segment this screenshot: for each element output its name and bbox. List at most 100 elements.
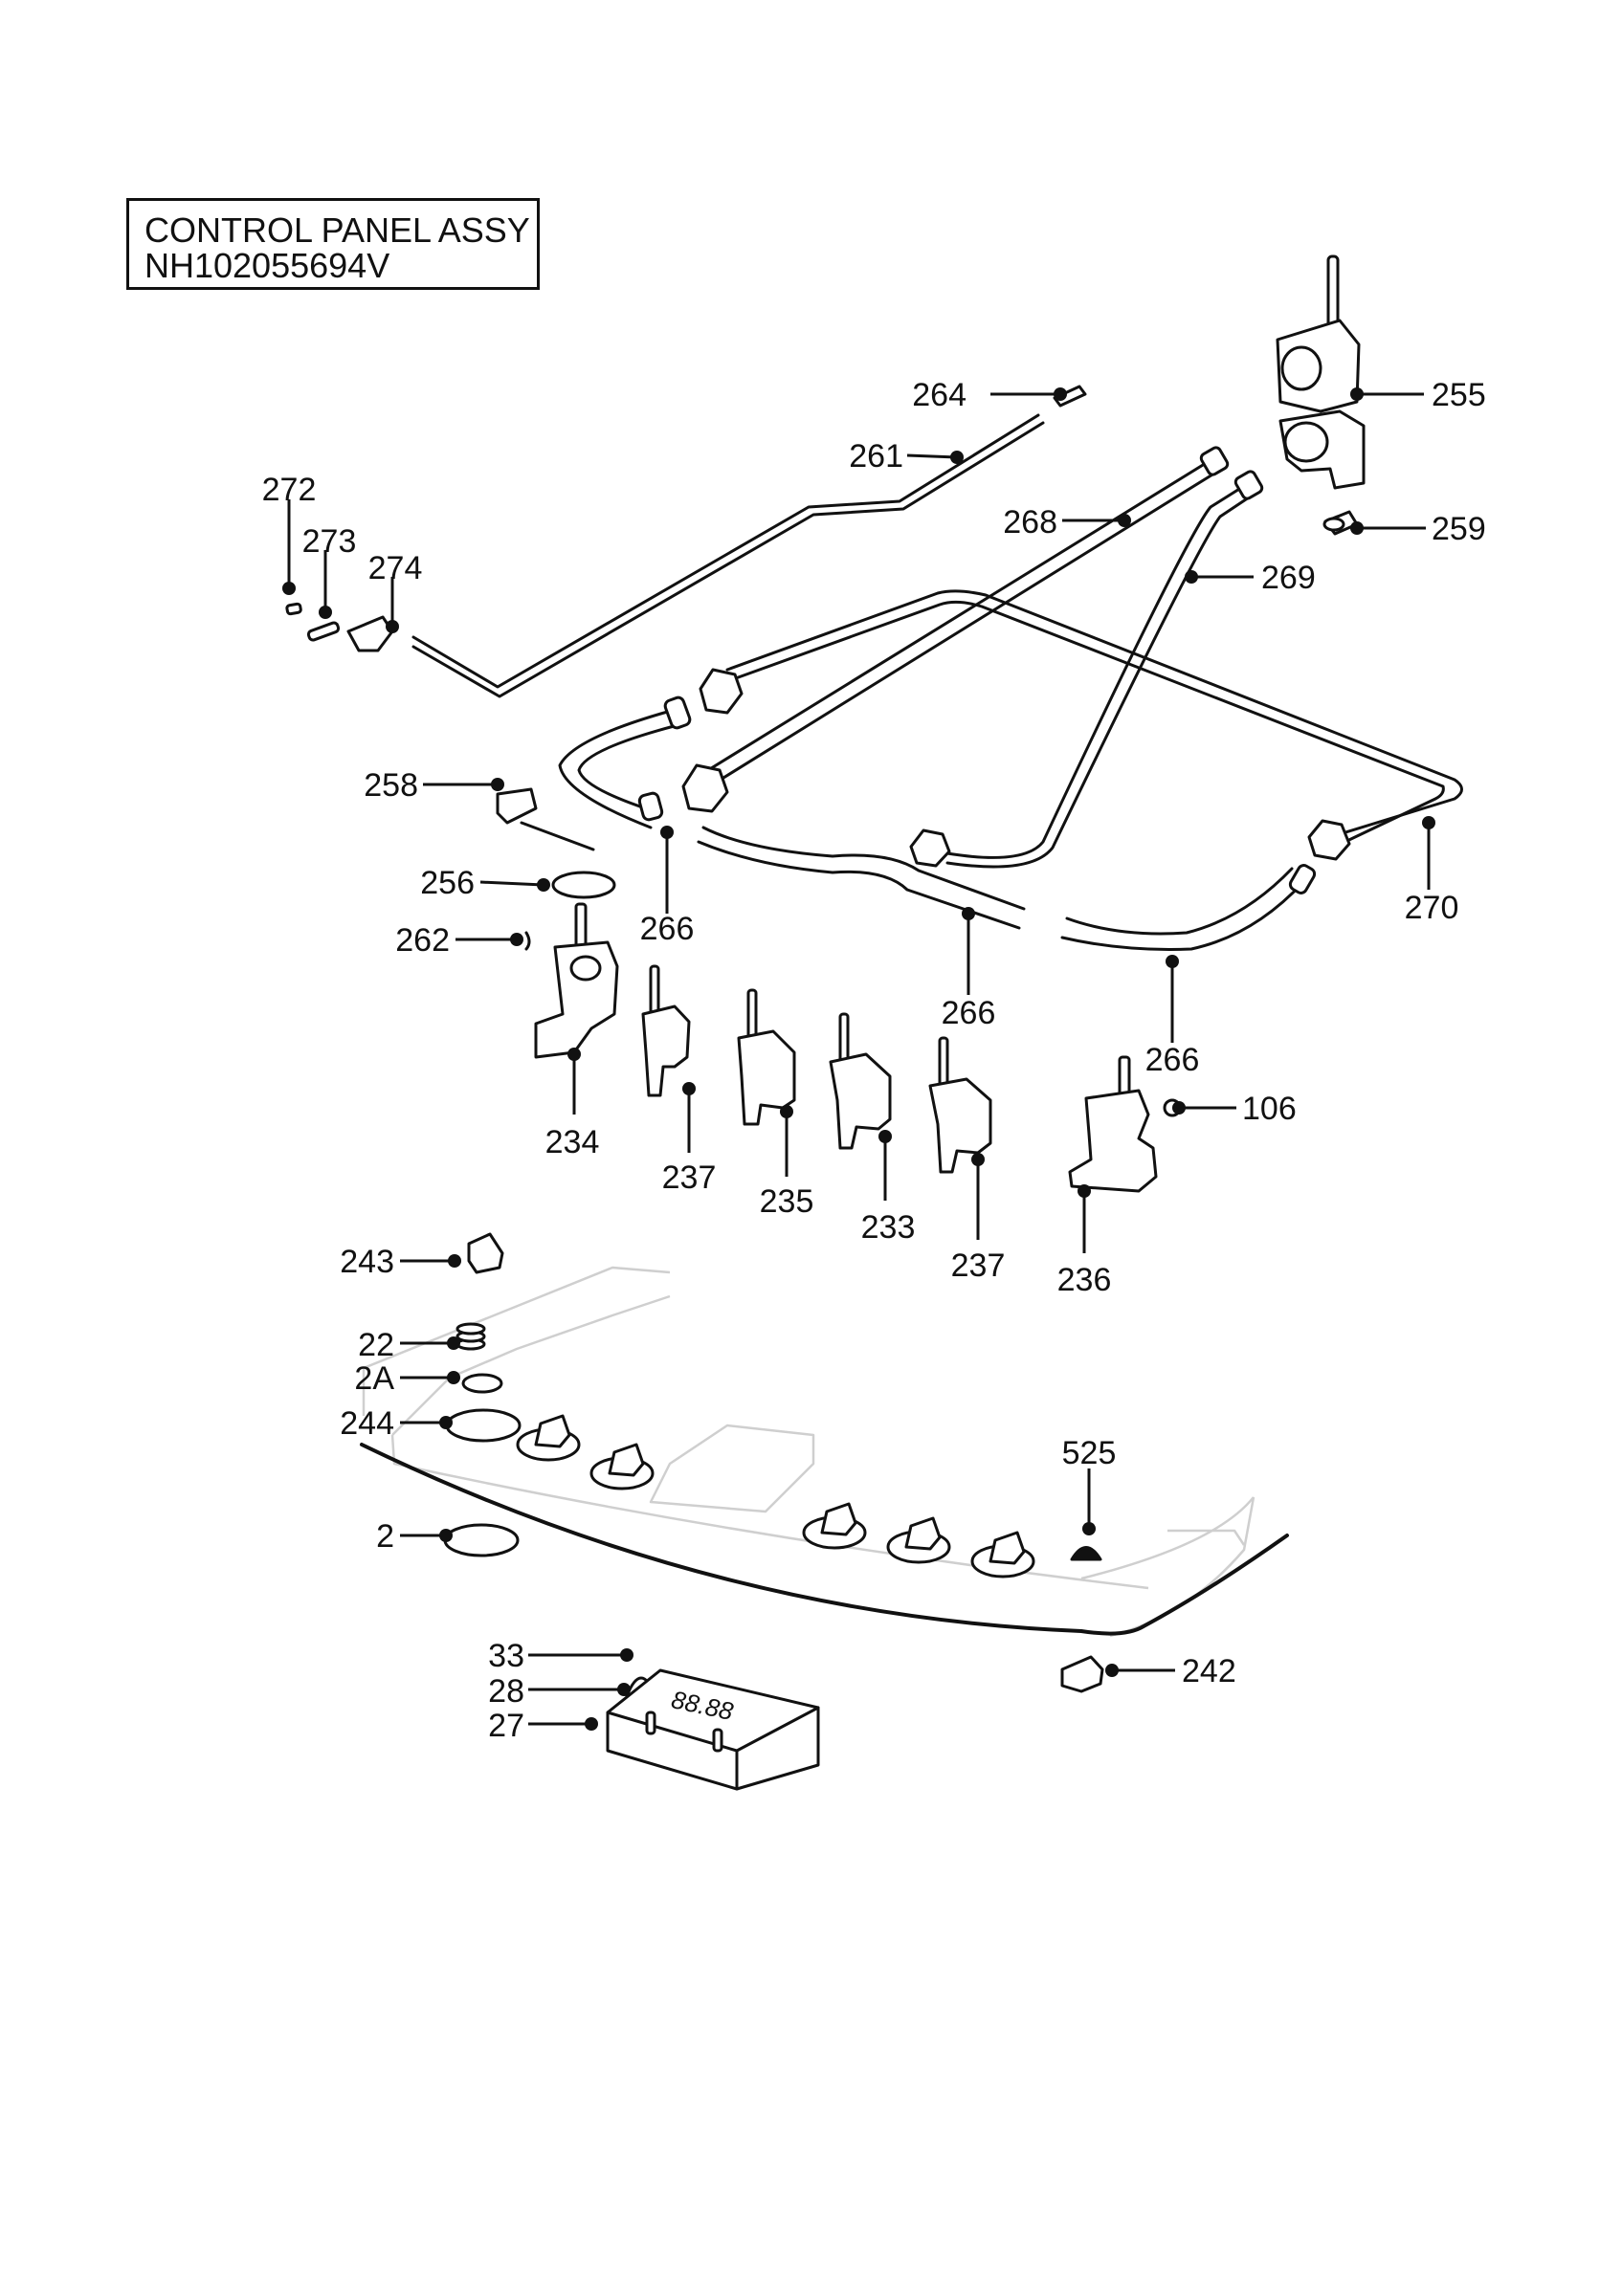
callout-label-text: 258 [364,767,418,804]
callout-261: 261 [849,438,964,475]
leader-dot [1350,387,1364,401]
control-panel-front-edge [360,1443,1289,1636]
callout-274: 274 [368,550,423,633]
callout-242: 242 [1105,1653,1236,1689]
callout-label-text: 106 [1242,1091,1297,1127]
assembly-title: CONTROL PANEL ASSY [144,210,530,250]
callout-label-text: 266 [942,995,996,1031]
pipe-nuts [637,446,1351,894]
gas-taps [641,964,992,1174]
callout-2: 2 [376,1518,453,1555]
leader-dot [319,606,332,619]
callout-label-text: 28 [488,1673,524,1710]
knob-2 [589,1443,655,1490]
main-gas-valve-255 [1276,254,1366,490]
leader-dot [878,1130,892,1143]
callout-2A: 2A [354,1360,460,1397]
control-knobs [516,1414,1102,1578]
callout-label-text: 235 [760,1183,814,1220]
leader-dot [962,907,975,920]
callout-106: 106 [1172,1091,1297,1127]
leader-dot [447,1336,460,1350]
callout-label-text: 33 [488,1638,524,1674]
switch-242 [1060,1655,1104,1693]
knob-1 [516,1414,581,1462]
callout-label-text: 266 [640,911,695,947]
callout-237: 237 [951,1153,1005,1284]
callout-243: 243 [340,1244,461,1280]
leader-dot [439,1416,453,1429]
callout-266: 266 [1145,955,1200,1078]
callout-label-text: 274 [368,550,423,586]
callout-269: 269 [1185,560,1316,596]
callout-33: 33 [488,1638,633,1674]
small-parts-top [285,385,1359,652]
leader-dot [1105,1664,1119,1677]
callout-label-text: 255 [1432,377,1486,413]
callout-256: 256 [420,865,550,901]
tap-235 [737,988,796,1126]
leader-dot [537,878,550,892]
leader-dot [282,582,296,595]
callout-label-text: 273 [302,523,357,560]
callout-label-text: 268 [1003,504,1057,541]
leader-dot [448,1254,461,1268]
assembly-part-number: NH102055694V [144,246,390,285]
tap-237-right [928,1036,992,1174]
callout-258: 258 [364,767,504,804]
callout-27: 27 [488,1708,598,1744]
callout-237: 237 [662,1082,717,1196]
leader-dot [971,1153,985,1166]
leader-dot [585,1717,598,1731]
callout-label-text: 236 [1057,1262,1112,1298]
leader-dot [682,1082,696,1095]
callout-266: 266 [640,826,695,947]
callout-label-text: 27 [488,1708,524,1744]
callout-28: 28 [488,1673,631,1710]
knob-parts-left [443,1232,522,1557]
callout-244: 244 [340,1405,453,1442]
leader-dot [1118,514,1131,527]
callout-label-text: 237 [662,1159,717,1196]
leader-dot [510,933,523,946]
callout-label-text: 259 [1432,511,1486,547]
callout-262: 262 [395,922,523,959]
callout-233: 233 [861,1130,915,1246]
callout-255: 255 [1350,377,1486,413]
leader-dot [617,1683,631,1696]
callout-270: 270 [1405,816,1459,926]
knob-4 [886,1516,951,1564]
leader-dot [1350,521,1364,535]
callout-label-text: 2 [376,1518,394,1555]
knob-5 [970,1531,1035,1578]
callout-235: 235 [760,1105,814,1220]
leader-dot [660,826,674,839]
callout-266: 266 [942,907,996,1031]
callout-label-text: 22 [358,1327,394,1363]
leader-dot [447,1371,460,1384]
leader-dot [439,1529,453,1542]
leader-line [479,880,544,887]
knob-3 [802,1502,867,1550]
callout-525: 525 [1062,1435,1117,1535]
callout-264: 264 [912,377,1067,413]
control-panel-fascia [362,1266,1255,1638]
leader-dot [491,778,504,791]
callout-label-text: 270 [1405,890,1459,926]
tap-233 [829,1012,892,1150]
callout-label-text: 269 [1261,560,1316,596]
ignition-parts [496,787,616,951]
leader-dot [1166,955,1179,968]
callout-273: 273 [302,523,357,619]
leader-dot [386,620,399,633]
callout-label-text: 261 [849,438,903,475]
leader-dot [1082,1522,1096,1535]
leader-dot [1078,1184,1091,1198]
callout-22: 22 [358,1327,460,1363]
callout-236: 236 [1057,1184,1112,1298]
callout-label-text: 525 [1062,1435,1117,1471]
callout-234: 234 [545,1048,599,1160]
callout-label-text: 266 [1145,1042,1200,1078]
